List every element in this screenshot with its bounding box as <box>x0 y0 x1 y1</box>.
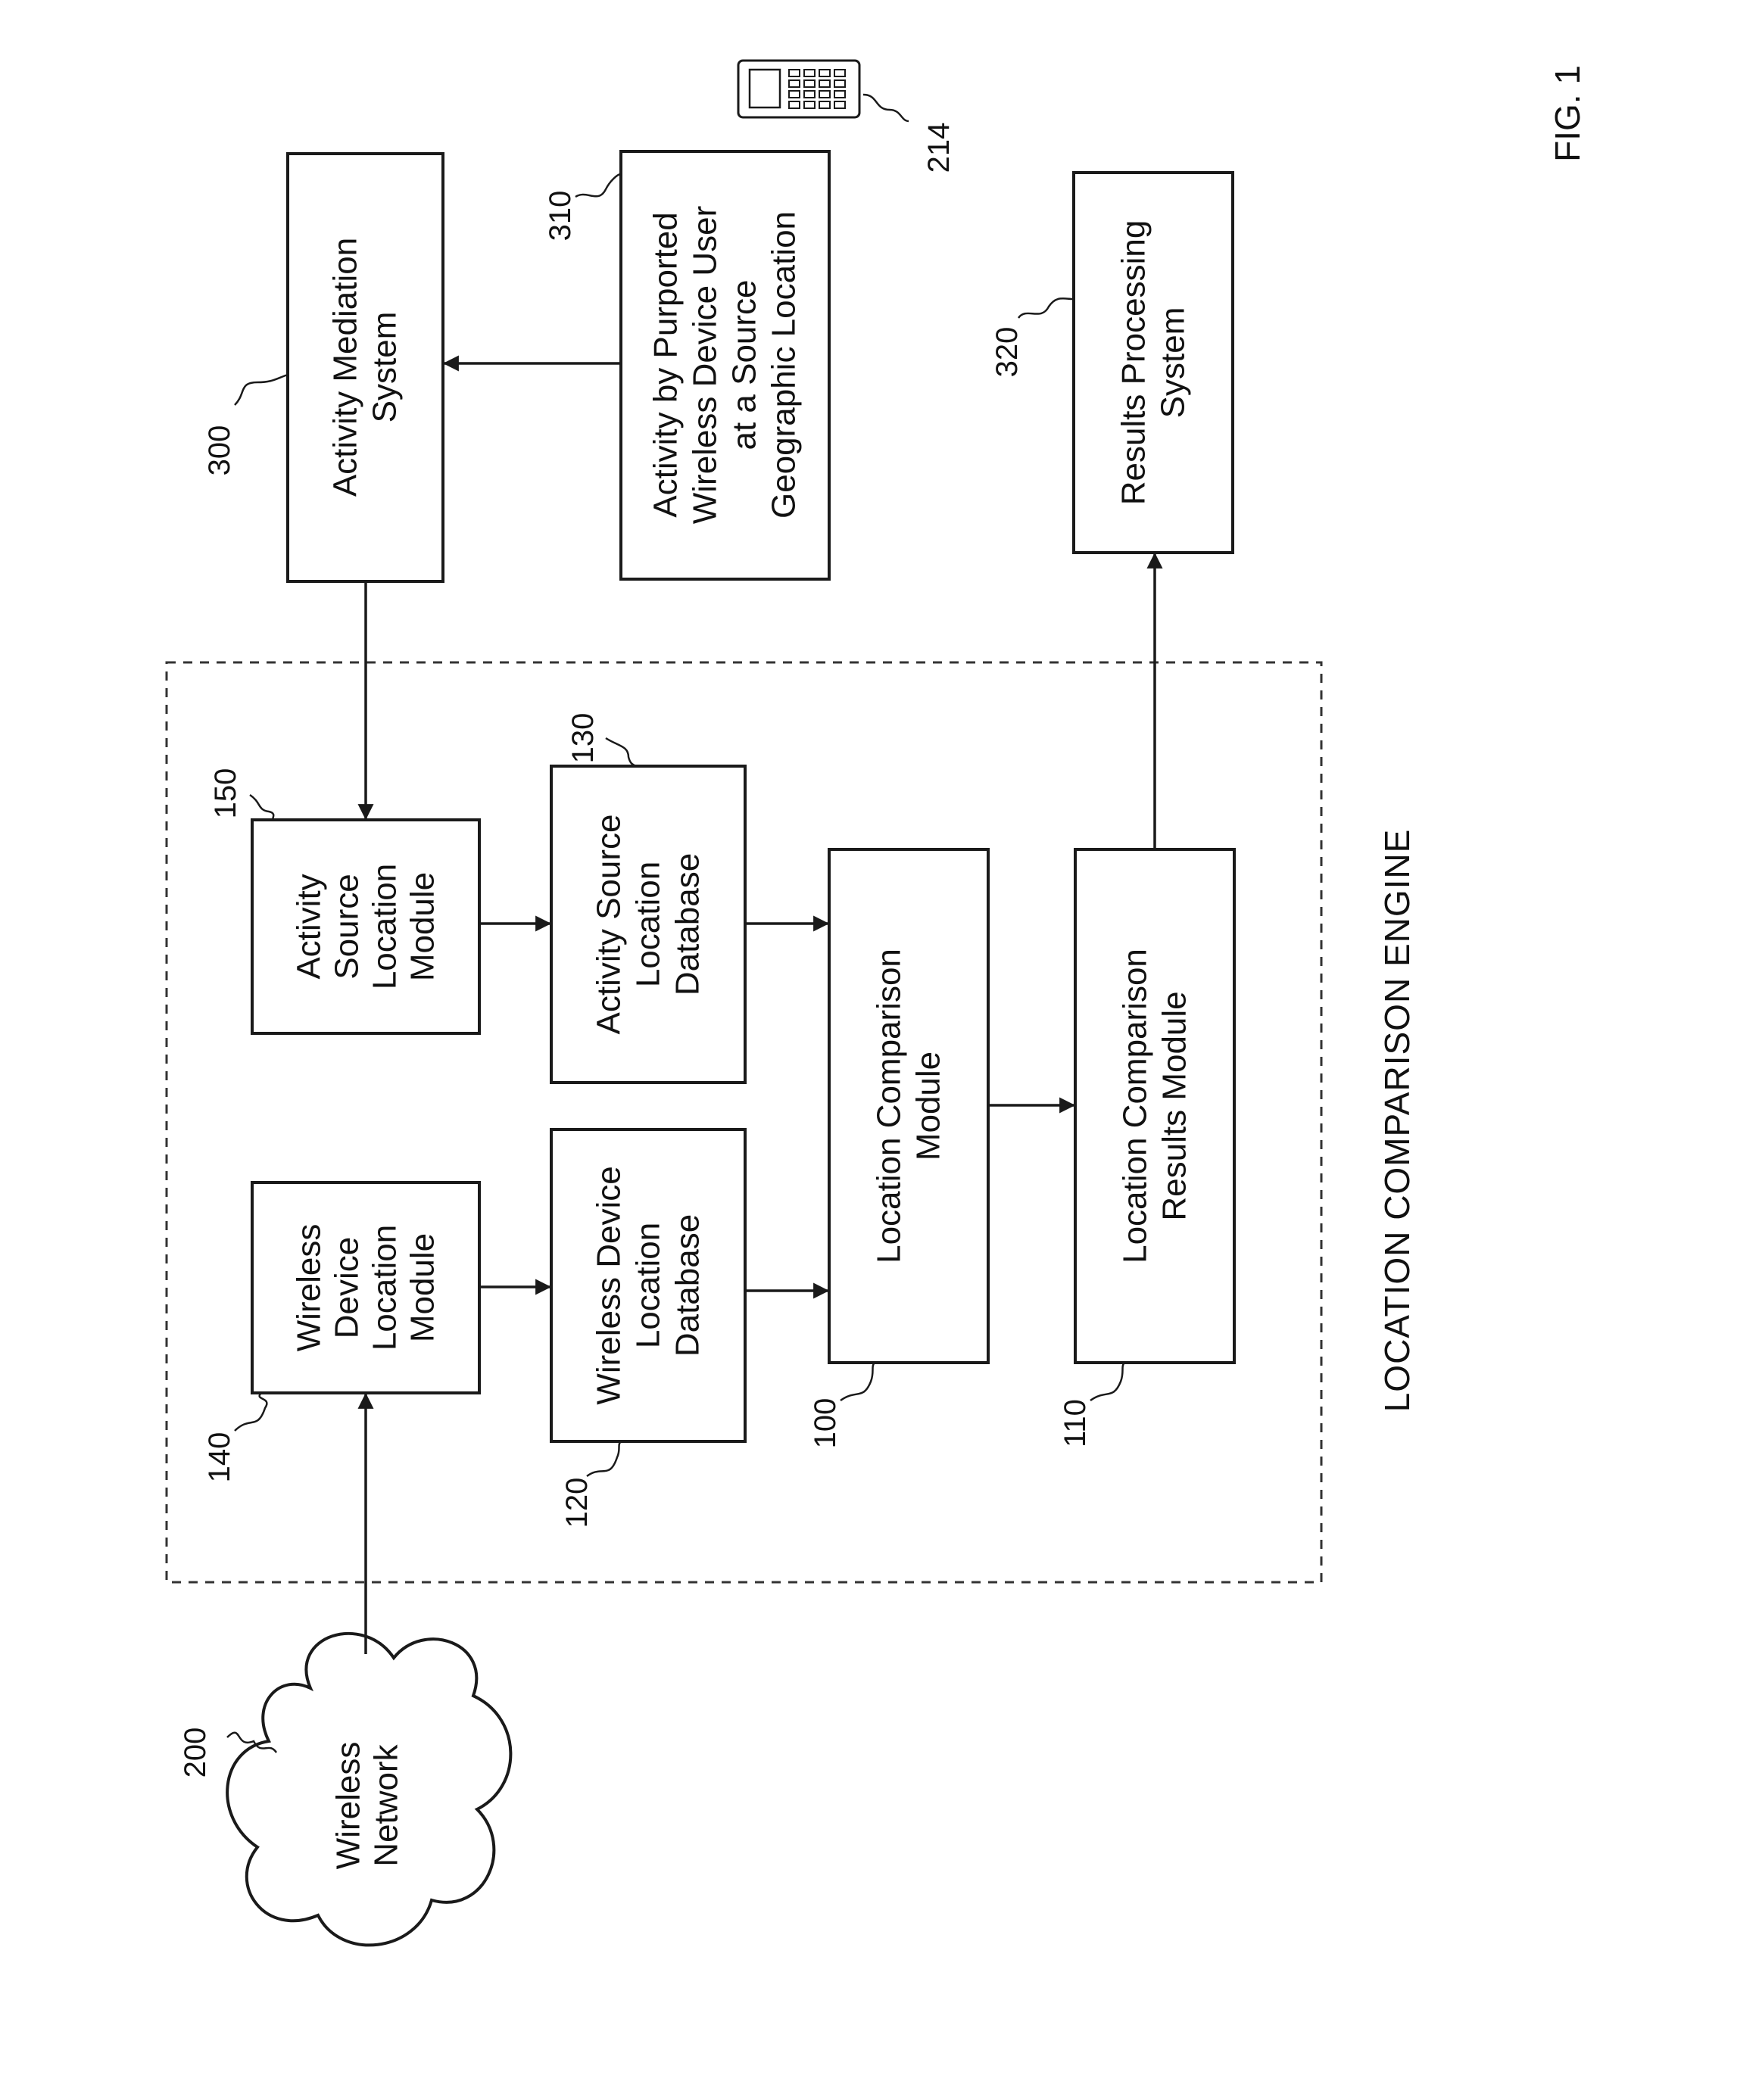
leader-100 <box>841 1363 875 1401</box>
leader-140 <box>235 1393 267 1431</box>
leader-300 <box>235 375 288 405</box>
as-location-module-label-line-4: Module <box>404 872 441 981</box>
leader-120 <box>587 1441 621 1476</box>
ref-number-130: 130 <box>566 713 600 764</box>
comparison-results-label-line-2: Results Module <box>1156 991 1193 1220</box>
as-location-db-label-line-1: Activity Source <box>591 815 628 1035</box>
figure-label: FIG. 1 <box>1548 65 1587 162</box>
leader-320 <box>1018 298 1074 318</box>
ref-number-300: 300 <box>203 425 236 476</box>
as-location-module-label-line-1: Activity <box>291 874 328 979</box>
activity-mediation-label-line-1: Activity Mediation <box>327 238 364 497</box>
activity-by-user-label-line-1: Activity by Purported <box>647 212 685 518</box>
wd-location-module-label-line-2: Device <box>329 1237 366 1339</box>
engine-title: LOCATION COMPARISON ENGINE <box>1377 829 1417 1413</box>
results-processing-label-line-1: Results Processing <box>1115 220 1152 506</box>
ref-number-310: 310 <box>544 191 577 241</box>
wd-location-db-label-line-3: Database <box>669 1214 706 1357</box>
leader-310 <box>575 174 621 197</box>
as-location-module-label-line-3: Location <box>366 864 404 989</box>
results-processing-label-line-2: System <box>1155 307 1192 419</box>
wd-location-db-label-line-1: Wireless Device <box>591 1166 628 1404</box>
leader-214 <box>863 95 909 121</box>
ref-number-110: 110 <box>1059 1399 1092 1447</box>
wireless-network-label-line-1: Wireless <box>330 1742 367 1870</box>
leader-150 <box>250 795 273 820</box>
box-location-comparison-module <box>829 849 988 1363</box>
wd-location-db-label-line-2: Location <box>630 1223 667 1348</box>
wd-location-module-label-line-3: Location <box>366 1225 404 1351</box>
ref-number-100: 100 <box>809 1398 842 1449</box>
box-location-comparison-results-module <box>1075 849 1234 1363</box>
as-location-module-label-line-2: Source <box>329 874 366 979</box>
as-location-db-label-line-2: Location <box>630 861 667 987</box>
leader-110 <box>1090 1363 1124 1401</box>
comparison-results-label-line-1: Location Comparison <box>1117 949 1154 1263</box>
wd-location-module-label-line-4: Module <box>404 1233 441 1342</box>
wd-location-module-label-line-1: Wireless <box>291 1224 328 1352</box>
activity-mediation-label-line-2: System <box>366 312 404 423</box>
comparison-module-label-line-2: Module <box>910 1052 947 1161</box>
ref-number-140: 140 <box>203 1432 236 1483</box>
box-results-processing-system <box>1074 173 1233 553</box>
mobile-phone-icon <box>738 61 859 117</box>
wireless-network-label-line-2: Network <box>368 1743 405 1866</box>
ref-number-214: 214 <box>922 123 956 173</box>
ref-number-320: 320 <box>990 327 1024 378</box>
leader-130 <box>606 738 636 766</box>
activity-by-user-label-line-2: Wireless Device User <box>687 206 724 525</box>
activity-by-user-label-line-3: at a Source <box>726 279 763 450</box>
activity-by-user-label-line-4: Geographic Location <box>766 211 803 519</box>
ref-number-150: 150 <box>209 768 242 819</box>
as-location-db-label-line-3: Database <box>669 853 706 995</box>
comparison-module-label-line-1: Location Comparison <box>871 949 908 1263</box>
ref-number-200: 200 <box>179 1728 212 1778</box>
box-activity-mediation-system <box>288 154 443 581</box>
ref-number-120: 120 <box>560 1478 594 1528</box>
